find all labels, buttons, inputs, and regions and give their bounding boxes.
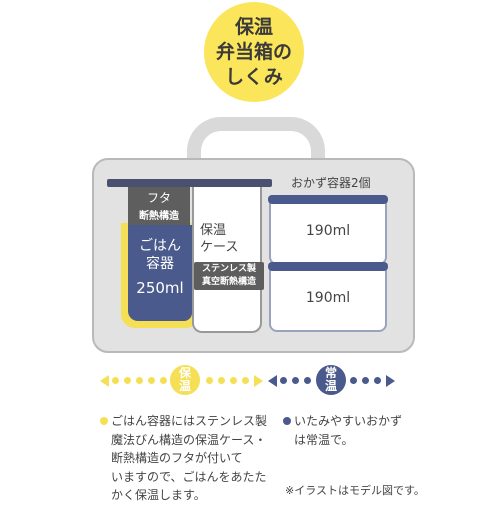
warm-note: ごはん容器にはステンレス製 魔法びん構造の保温ケース・ 断熱構造のフタが付いて … <box>100 412 275 505</box>
side-dish-lid-bottom <box>268 262 388 271</box>
rice-volume: 250ml <box>136 279 184 297</box>
warm-note-text: ごはん容器にはステンレス製 <box>111 414 268 428</box>
case-title-line-1: 保温 <box>200 223 227 238</box>
ambient-arrow <box>268 375 398 387</box>
warm-dot <box>136 377 143 384</box>
case-tag-line-2: 真空断熱構造 <box>201 277 256 287</box>
warm-note-line: ごはん容器にはステンレス製 <box>100 412 275 431</box>
ambient-char-1: 常 <box>324 366 337 380</box>
case-title-line-2: ケース <box>200 240 239 255</box>
ambient-dot <box>350 377 357 384</box>
case-tag: ステンレス製 真空断熱構造 <box>194 262 264 290</box>
title-line-2: 弁当箱の <box>215 40 292 63</box>
ambient-note-line: は常温で。 <box>294 432 354 447</box>
warm-dot <box>218 377 225 384</box>
ambient-arrow-right-head <box>386 375 395 387</box>
lid-label-block: フタ 断熱構造 <box>128 187 190 225</box>
rice-label-1: ごはん <box>139 238 181 254</box>
warm-dot <box>160 377 167 384</box>
side-dish-volume-bottom: 190ml <box>305 290 351 306</box>
warm-badge: 保 温 <box>170 365 200 395</box>
title-badge: 保温 弁当箱の しくみ <box>204 2 304 102</box>
insulated-case <box>192 187 262 333</box>
warm-dot <box>242 377 249 384</box>
warm-note-line: 断熱構造のフタが付いて <box>111 451 243 465</box>
warm-note-line: 魔法びん構造の保温ケース・ <box>111 432 267 447</box>
ambient-arrow-left-head <box>268 375 277 387</box>
warm-arrow-right-head <box>254 375 263 387</box>
warm-bullet <box>100 417 108 425</box>
case-title: 保温 ケース <box>200 222 260 256</box>
ambient-char-2: 温 <box>324 379 337 393</box>
ambient-dot <box>292 377 299 384</box>
warm-char-1: 保 <box>178 366 191 380</box>
ambient-bullet <box>283 417 291 425</box>
ambient-dot <box>362 377 369 384</box>
side-dish-label: おかず容器2個 <box>291 176 371 190</box>
lid-label: フタ <box>146 191 171 205</box>
lid-bar <box>107 179 272 187</box>
side-dish-volume-top: 190ml <box>305 223 351 239</box>
warm-note-line: かく保温します。 <box>111 488 206 502</box>
side-dish-lid-top <box>268 195 388 204</box>
ambient-dot <box>304 377 311 384</box>
rice-label-2: 容器 <box>146 256 174 272</box>
warm-arrow-left-head <box>100 375 109 387</box>
ambient-dot <box>280 377 287 384</box>
warm-dot <box>148 377 155 384</box>
ambient-badge: 常 温 <box>316 365 346 395</box>
warm-note-line: いますので、ごはんをあたた <box>111 469 267 484</box>
side-dish-container-bottom: 190ml <box>268 262 388 332</box>
warm-dot <box>124 377 131 384</box>
lid-sublabel: 断熱構造 <box>139 211 179 222</box>
warm-char-2: 温 <box>178 379 191 393</box>
warm-dot <box>230 377 237 384</box>
rice-container: ごはん 容器 250ml <box>128 225 192 321</box>
title-line-1: 保温 <box>234 15 273 38</box>
title-line-3: しくみ <box>225 65 283 88</box>
warm-arrow <box>100 375 265 387</box>
ambient-note-text: いたみやすいおかず <box>294 414 403 428</box>
ambient-dot <box>374 377 381 384</box>
case-tag-line-1: ステンレス製 <box>201 264 256 274</box>
footnote: ※イラストはモデル図です。 <box>285 484 425 497</box>
warm-dot <box>206 377 213 384</box>
ambient-note-line: いたみやすいおかず <box>283 412 423 431</box>
side-dish-container-top: 190ml <box>268 195 388 265</box>
warm-dot <box>112 377 119 384</box>
ambient-note: いたみやすいおかず は常温で。 <box>283 412 423 449</box>
